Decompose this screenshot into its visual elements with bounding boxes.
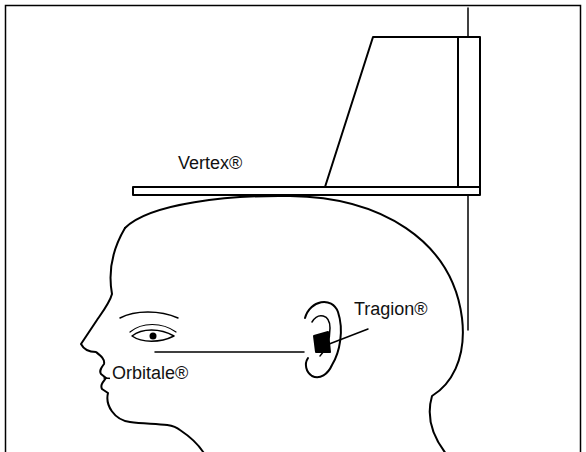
headboard-edge xyxy=(457,37,459,187)
frame xyxy=(6,6,581,452)
ear xyxy=(305,302,341,377)
measuring-post xyxy=(467,8,469,37)
head-outline xyxy=(125,196,463,452)
eyelid xyxy=(130,325,176,333)
ear-fold xyxy=(312,316,330,356)
landmark-label: Orbitale® xyxy=(110,364,190,384)
measuring-post xyxy=(467,195,469,330)
frankfort-line xyxy=(155,351,304,353)
landmark-label: Vertex® xyxy=(176,154,244,174)
landmark-label: Tragion® xyxy=(352,300,430,320)
tragion-mark xyxy=(314,332,330,352)
headboard-block xyxy=(325,37,480,187)
face-profile xyxy=(81,228,205,452)
leader-line xyxy=(324,329,368,346)
pupil xyxy=(150,333,157,340)
headboard xyxy=(133,187,480,195)
eye xyxy=(132,330,174,341)
eyebrow xyxy=(120,312,178,318)
